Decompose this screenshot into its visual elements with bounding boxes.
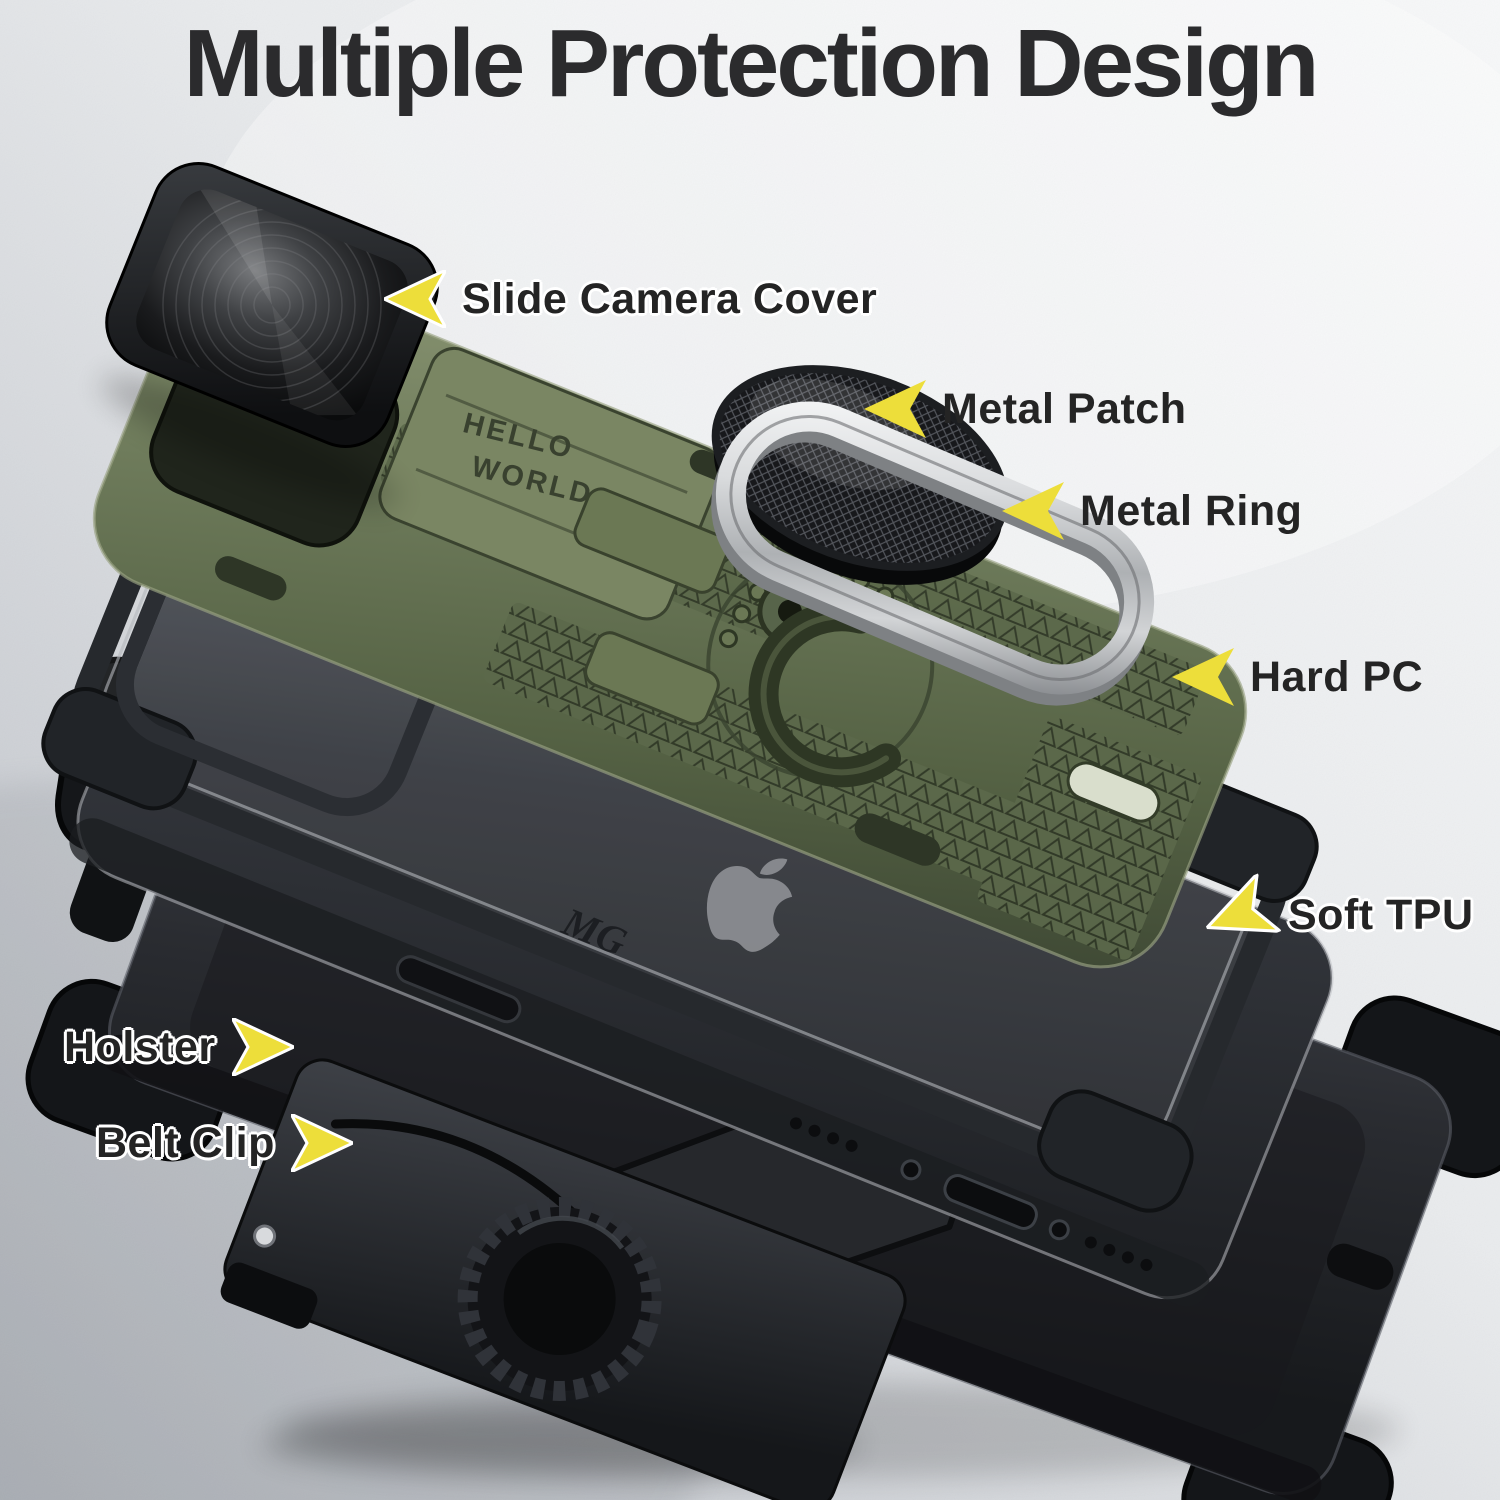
callout-belt-clip: Belt Clip <box>96 1114 353 1172</box>
holster-side-slot <box>1326 1243 1394 1290</box>
callout-arrow-icon <box>384 270 446 328</box>
callout-metal-ring: Metal Ring <box>1002 482 1302 540</box>
callout-label: Holster <box>64 1022 216 1071</box>
hard-pc-kickstand-blocks <box>573 487 730 726</box>
phone-bottom-band <box>69 818 1210 1307</box>
hard-pc-light-slot <box>1066 761 1161 823</box>
phone-bottom-ports <box>395 955 1153 1271</box>
callout-arrow-icon <box>290 1114 353 1172</box>
callout-holster: Holster <box>64 1018 294 1076</box>
kickstand-swoosh <box>748 601 902 788</box>
callout-arrow-icon <box>1172 648 1234 706</box>
belt-clip-gear <box>457 1197 662 1402</box>
callout-label: Belt Clip <box>96 1118 275 1167</box>
slide-camera-cover-layer <box>100 161 439 507</box>
belt-clip-latch <box>220 1262 318 1329</box>
metal-ring-part <box>711 401 1155 706</box>
belt-clip-pin <box>253 1224 277 1248</box>
apple-logo <box>706 858 793 952</box>
callout-slide-camera-cover: Slide Camera Cover <box>384 270 877 328</box>
page-title: Multiple Protection Design <box>183 10 1320 117</box>
callout-metal-patch: Metal Patch <box>864 380 1186 438</box>
callout-arrow-icon <box>231 1018 294 1076</box>
callout-arrow-icon <box>1203 873 1282 934</box>
callout-label: Soft TPU <box>1288 890 1474 939</box>
callout-arrow-icon <box>1002 482 1064 540</box>
callout-label: Hard PC <box>1250 652 1424 701</box>
callout-arrow-icon <box>864 380 926 438</box>
callout-label: Slide Camera Cover <box>462 274 878 323</box>
callout-soft-tpu: Soft TPU <box>1203 873 1474 946</box>
belt-clip-groove <box>330 1119 578 1218</box>
callout-label: Metal Ring <box>1080 486 1303 535</box>
callout-label: Metal Patch <box>942 384 1187 433</box>
callout-hard-pc: Hard PC <box>1172 648 1423 706</box>
